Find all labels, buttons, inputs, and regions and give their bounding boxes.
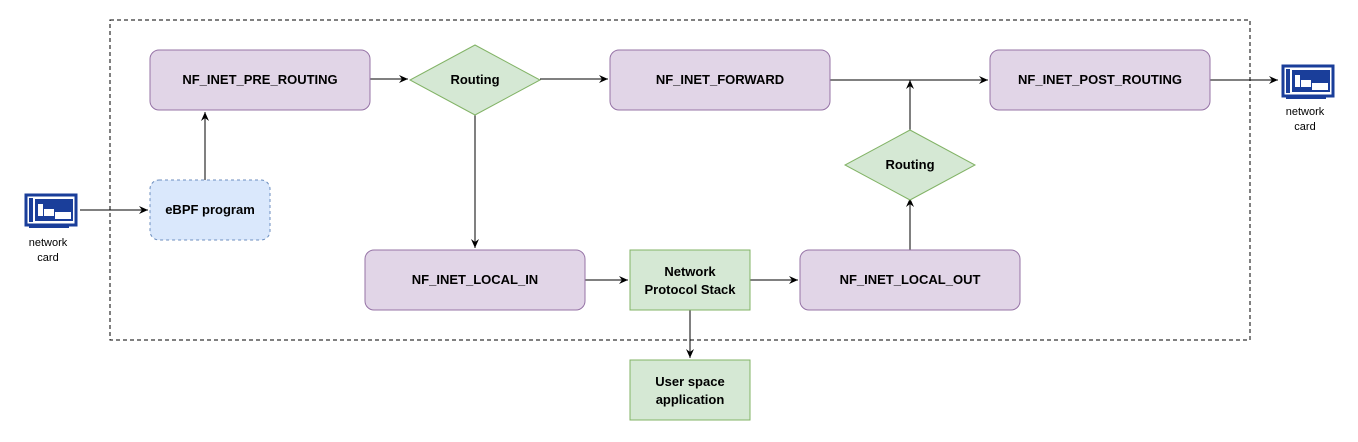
node-routing-right-label: Routing bbox=[885, 157, 934, 172]
node-user-label-line2: application bbox=[656, 392, 725, 407]
node-local-out: NF_INET_LOCAL_OUT bbox=[799, 249, 1021, 311]
node-user-label-line1: User space bbox=[655, 374, 724, 389]
network-card-right-label-line2: card bbox=[1294, 121, 1315, 133]
node-post-routing-label: NF_INET_POST_ROUTING bbox=[1018, 72, 1182, 87]
network-card-left-label-line1: network bbox=[29, 237, 68, 249]
node-routing-right: Routing bbox=[843, 129, 977, 201]
network-card-left: network card bbox=[24, 193, 78, 264]
node-routing-top: Routing bbox=[408, 44, 542, 116]
node-pre-routing: NF_INET_PRE_ROUTING bbox=[149, 49, 371, 111]
network-card-left-icon bbox=[24, 193, 78, 230]
node-ebpf-label: eBPF program bbox=[165, 202, 255, 217]
node-pre-routing-label: NF_INET_PRE_ROUTING bbox=[182, 72, 337, 87]
node-forward: NF_INET_FORWARD bbox=[609, 49, 831, 111]
node-ebpf-program: eBPF program bbox=[149, 179, 271, 241]
node-stack-label-line2: Protocol Stack bbox=[644, 282, 736, 297]
node-local-in: NF_INET_LOCAL_IN bbox=[364, 249, 586, 311]
network-card-right: network card bbox=[1281, 64, 1335, 133]
network-card-right-icon bbox=[1281, 64, 1335, 101]
node-forward-label: NF_INET_FORWARD bbox=[656, 72, 784, 87]
kernel-boundary bbox=[109, 19, 1251, 341]
node-stack-label-line1: Network bbox=[664, 264, 716, 279]
node-post-routing: NF_INET_POST_ROUTING bbox=[989, 49, 1211, 111]
node-user-space-application: User space application bbox=[629, 359, 751, 421]
network-card-right-label-line1: network bbox=[1286, 106, 1325, 118]
node-local-in-label: NF_INET_LOCAL_IN bbox=[412, 272, 538, 287]
node-local-out-label: NF_INET_LOCAL_OUT bbox=[840, 272, 981, 287]
node-routing-top-label: Routing bbox=[450, 72, 499, 87]
node-network-protocol-stack: Network Protocol Stack bbox=[629, 249, 751, 311]
network-card-left-label-line2: card bbox=[37, 252, 58, 264]
